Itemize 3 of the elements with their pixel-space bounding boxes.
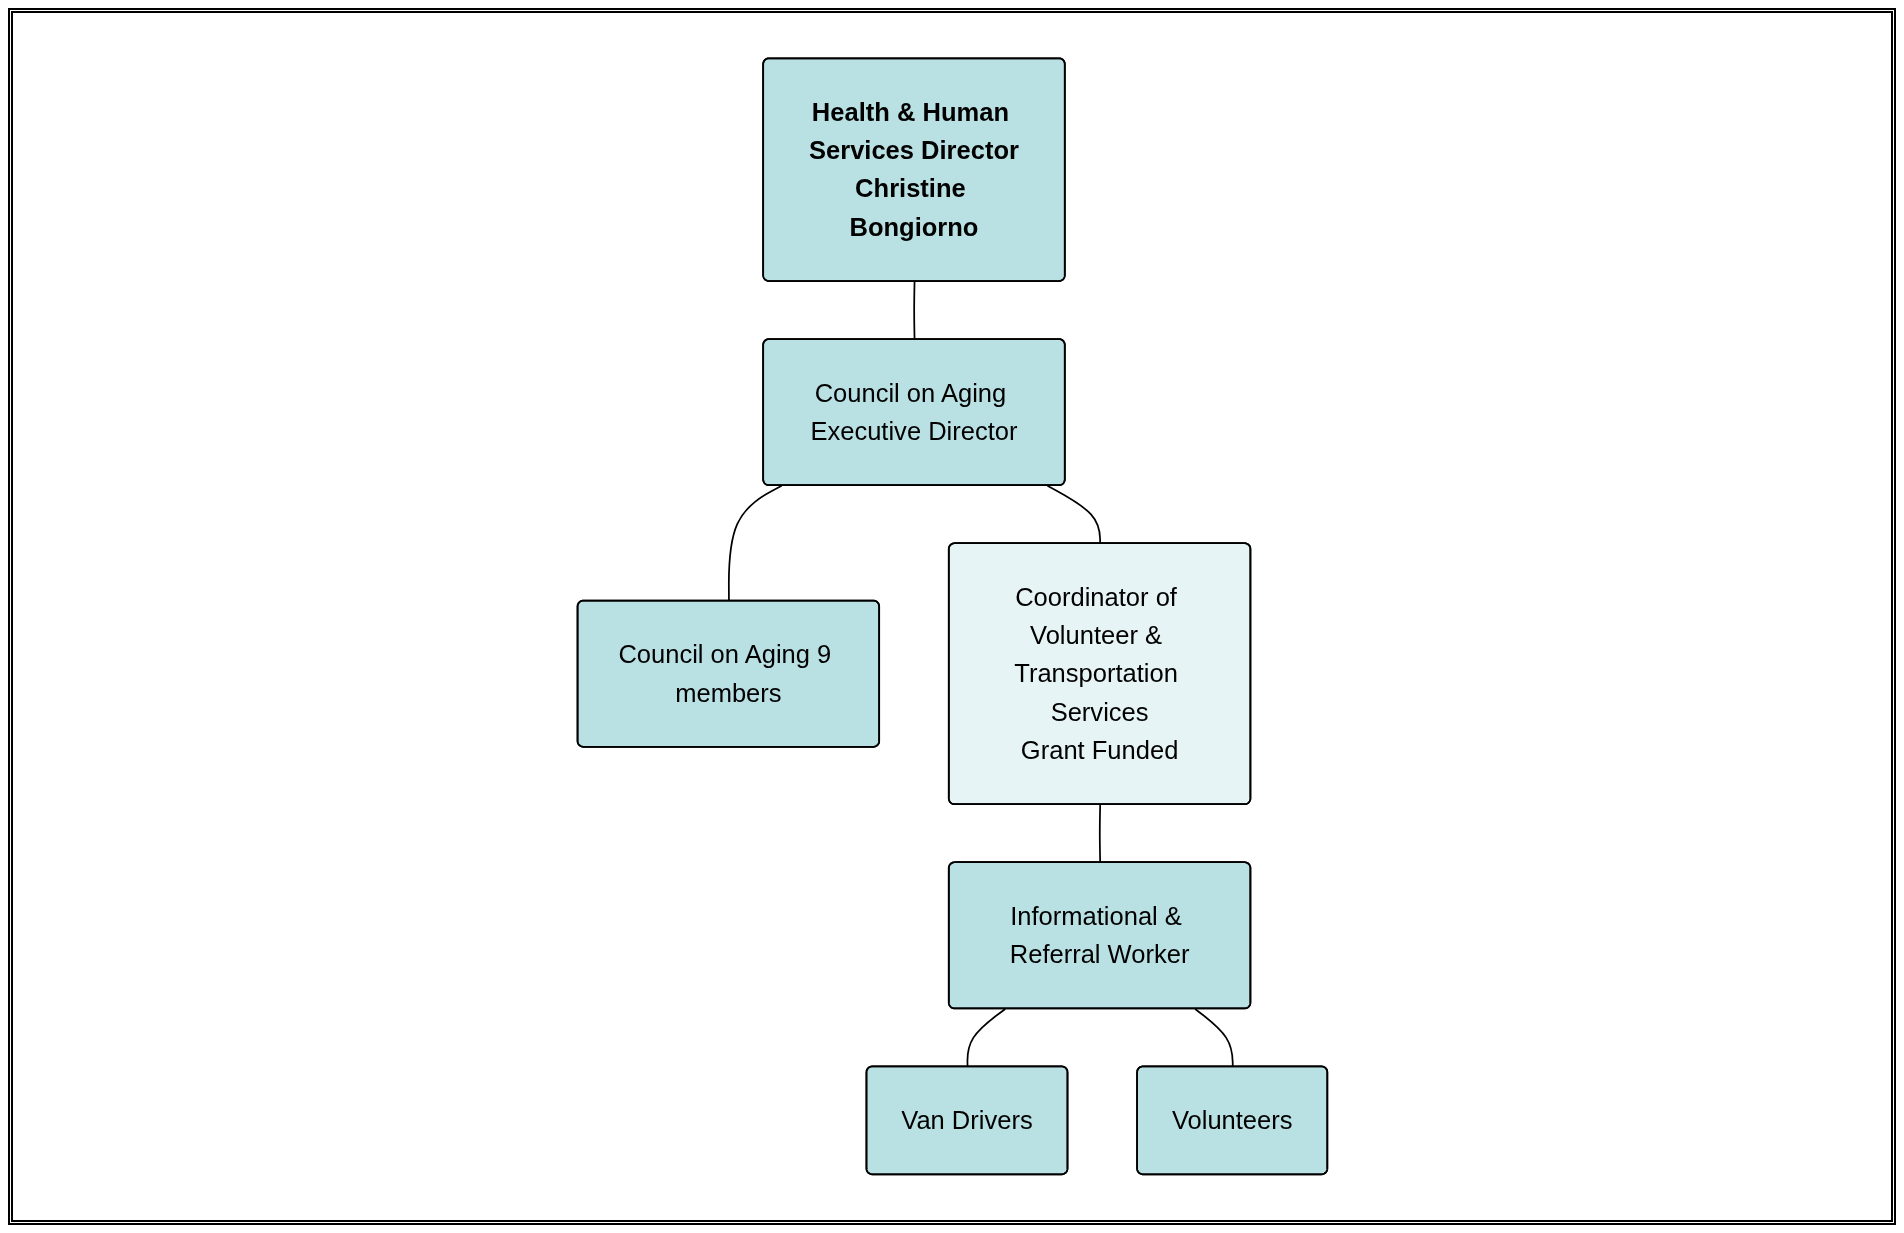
connector <box>1098 804 1101 864</box>
connector <box>1046 485 1101 545</box>
connector <box>912 280 915 341</box>
